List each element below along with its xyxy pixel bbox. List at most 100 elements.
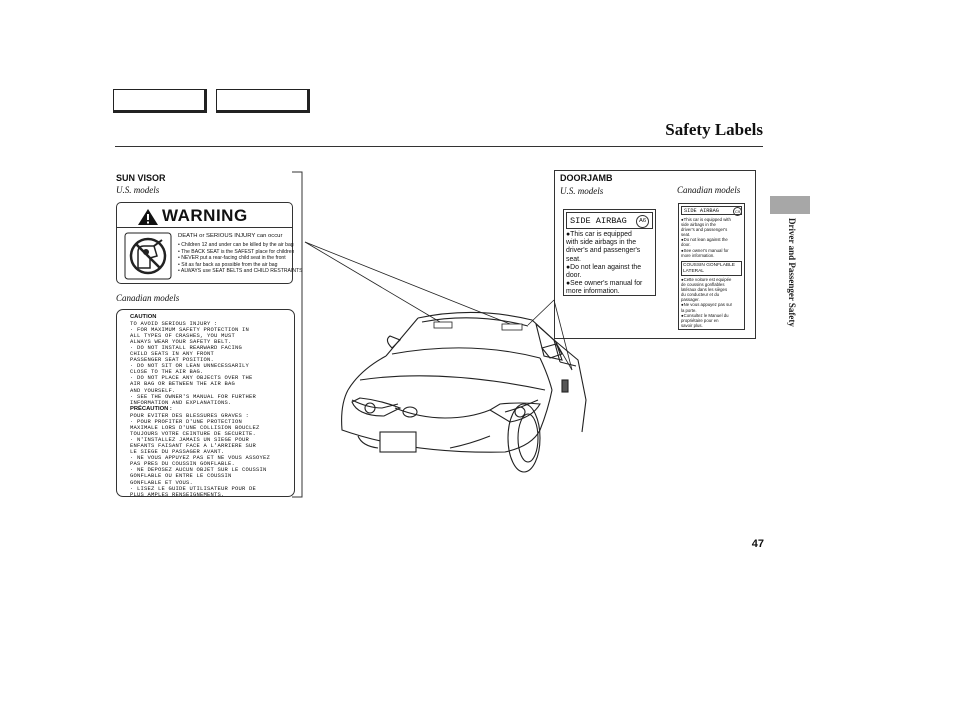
ca-fr-title-2: LATERAL xyxy=(683,269,704,274)
ca-airbag-fr-line: passager. xyxy=(681,297,700,303)
ca-airbag-line: more information. xyxy=(681,252,715,258)
ca-airbag-line: door. xyxy=(681,242,691,248)
us-airbag-line: driver's and passenger's xyxy=(566,247,641,255)
precaution-heading: PRÉCAUTION : xyxy=(130,406,172,412)
warning-item: • Sit as far back as possible from the a… xyxy=(178,261,278,268)
ca-airbag-line: side airbags in the xyxy=(681,222,716,228)
caution-line: INFORMATION AND EXPLANATIONS. xyxy=(130,398,232,406)
us-airbag-line: more information. xyxy=(566,288,620,296)
ca-airbag-fr-line: du conducteur et du xyxy=(681,292,719,298)
caution-line: AIR BAG OR BETWEEN THE AIR BAG xyxy=(130,380,236,388)
warning-triangle-icon xyxy=(138,209,158,225)
precaution-line: · NE DEPOSEZ AUCUN OBJET SUR LE COUSSIN xyxy=(130,466,267,474)
ca-airbag-fr-line: de coussins gonflables xyxy=(681,282,725,288)
nav-button-contents[interactable] xyxy=(113,89,207,113)
caution-label: CAUTION TO AVOID SERIOUS INJURY : · FOR … xyxy=(116,309,295,497)
ca-airbag-code-badge: C9 xyxy=(733,207,742,216)
visor-label-marker xyxy=(501,323,523,331)
warning-headline: DEATH or SERIOUS INJURY can occur xyxy=(178,233,283,239)
ca-airbag-fr-line: latéraux dans les sièges xyxy=(681,287,728,293)
car-illustration xyxy=(304,241,587,473)
page-title: Safety Labels xyxy=(665,120,763,139)
nav-button-index[interactable] xyxy=(216,89,310,113)
pointer-line xyxy=(304,241,511,325)
us-side-airbag-title-box: SIDE AIRBAG A6 xyxy=(566,212,653,229)
doorjamb-us-label: U.S. models xyxy=(560,186,604,196)
us-airbag-line: seat. xyxy=(566,255,581,263)
ca-airbag-line: ●See owner's manual for xyxy=(681,247,729,253)
ca-airbag-fr-line: ●Consultez le Manuel du xyxy=(681,312,729,318)
section-tab[interactable] xyxy=(770,196,810,214)
caution-line: · SEE THE OWNER'S MANUAL FOR FURTHER xyxy=(130,392,257,400)
warning-items: • Children 12 and under can be killed by… xyxy=(178,242,303,275)
caution-line: CHILD SEATS IN ANY FRONT xyxy=(130,350,215,358)
ca-airbag-fr-line: savoir plus. xyxy=(681,322,703,328)
sun-visor-canadian-label: Canadian models xyxy=(116,293,180,303)
caution-line: TO AVOID SERIOUS INJURY : xyxy=(130,320,218,327)
ca-airbag-fr-line: la porte. xyxy=(681,307,697,313)
us-airbag-line: ●See owner's manual for xyxy=(566,280,643,288)
us-side-airbag-text: ●This car is equipped with side airbags … xyxy=(566,231,642,297)
precaution-line: MAXIMALE LORS D'UNE COLLISION BOUCLEZ xyxy=(130,424,260,432)
title-divider xyxy=(115,146,763,147)
ca-airbag-line: ●This car is equipped with xyxy=(681,217,731,222)
doorjamb-canadian-label: Canadian models xyxy=(677,185,741,195)
ca-fr-title: COUSSIN GONFLABLE xyxy=(683,263,735,268)
us-airbag-line: ●Do not lean against the xyxy=(566,263,642,271)
caution-line: · FOR MAXIMUM SAFETY PROTECTION IN xyxy=(130,326,250,334)
page-number: 47 xyxy=(751,538,764,550)
precaution-text: POUR EVITER DES BLESSURES GRAVES : · POU… xyxy=(130,412,271,498)
warning-item: • The BACK SEAT is the SAFEST place for … xyxy=(178,248,295,255)
caution-line: ALWAYS WEAR YOUR SAFETY BELT. xyxy=(130,338,232,346)
us-airbag-line: door. xyxy=(566,272,582,280)
sun-visor-bracket xyxy=(292,171,303,498)
us-airbag-line: ●This car is equipped xyxy=(566,231,632,238)
warning-item: • NEVER put a rear-facing child seat in … xyxy=(178,255,286,262)
ca-side-airbag-text-en: ●This car is equipped with side airbags … xyxy=(681,217,731,258)
canadian-side-airbag-label: SIDE AIRBAG C9 ●This car is equipped wit… xyxy=(678,203,745,330)
caution-line: · DO NOT PLACE ANY OBJECTS OVER THE xyxy=(130,374,253,382)
caution-line: CLOSE TO THE AIR BAG. xyxy=(130,368,204,376)
sun-visor-us-label: U.S. models xyxy=(116,185,160,195)
precaution-line: GONFLABLE OU ENTRE LE COUSSIN xyxy=(130,472,232,480)
warning-label: WARNING DEATH or SERIOUS INJURY can occu… xyxy=(116,202,303,284)
ca-side-airbag-title-box: SIDE AIRBAG C9 xyxy=(681,206,742,216)
caution-line: · DO NOT SIT OR LEAN UNNECESSARILY xyxy=(130,362,250,370)
precaution-line: · POUR PROFITER D'UNE PROTECTION xyxy=(130,418,243,426)
precaution-line: ENFANTS FAISANT FACE A L'ARRIERE SUR xyxy=(130,442,257,450)
caution-line: · DO NOT INSTALL REARWARD FACING xyxy=(130,344,243,352)
us-airbag-code-badge: A6 xyxy=(636,215,649,228)
precaution-line: LE SIEGE DU PASSAGER AVANT. xyxy=(130,448,225,456)
warning-title: WARNING xyxy=(162,206,248,225)
ca-airbag-line: driver's and passenger's xyxy=(681,227,728,233)
doorjamb-panel: DOORJAMB U.S. models Canadian models SID… xyxy=(554,170,756,339)
pointer-line xyxy=(527,299,555,326)
ca-airbag-fr-line: ●Cette voiture est equipée xyxy=(681,277,732,282)
us-side-airbag-label: SIDE AIRBAG A6 ●This car is equipped wit… xyxy=(563,209,656,296)
sun-visor-heading: SUN VISOR xyxy=(116,173,166,183)
caution-heading: CAUTION xyxy=(130,314,157,320)
caution-text: TO AVOID SERIOUS INJURY : · FOR MAXIMUM … xyxy=(130,320,257,406)
precaution-line: PAS PRES DU COUSSIN GONFLABLE. xyxy=(130,460,236,468)
precaution-line: · LISEZ LE GUIDE UTILISATEUR POUR DE xyxy=(130,484,257,492)
precaution-line: · NE VOUS APPUYEZ PAS ET NE VOUS ASSOYEZ xyxy=(130,454,271,462)
us-side-airbag-title: SIDE AIRBAG xyxy=(570,216,627,226)
precaution-line: POUR EVITER DES BLESSURES GRAVES : xyxy=(130,412,250,419)
visor-label-marker xyxy=(433,321,453,329)
ca-fr-title-box: COUSSIN GONFLABLE LATERAL xyxy=(681,261,742,276)
warning-divider xyxy=(117,227,292,228)
warning-item: • ALWAYS use SEAT BELTS and CHILD RESTRA… xyxy=(178,268,303,275)
car-body xyxy=(341,311,587,473)
ca-airbag-line: seat. xyxy=(681,232,691,238)
pointer-line xyxy=(304,241,441,323)
ca-side-airbag-text-fr: ●Cette voiture est equipée de coussins g… xyxy=(681,277,732,328)
caution-line: PASSENGER SEAT POSITION. xyxy=(130,356,215,364)
ca-airbag-fr-line: propriétaire pour en xyxy=(681,317,719,323)
section-tab-label: Driver and Passenger Safety xyxy=(787,218,797,327)
us-airbag-line: with side airbags in the xyxy=(566,239,637,247)
ca-airbag-fr-line: ●Ne vous appuyez pas sur xyxy=(681,302,733,308)
no-child-seat-icon xyxy=(124,232,172,280)
pointer-line xyxy=(553,299,573,371)
precaution-line: · N'INSTALLEZ JAMAIS UN SIEGE POUR xyxy=(130,436,250,444)
precaution-line: GONFLABLE ET VOUS. xyxy=(130,478,194,486)
